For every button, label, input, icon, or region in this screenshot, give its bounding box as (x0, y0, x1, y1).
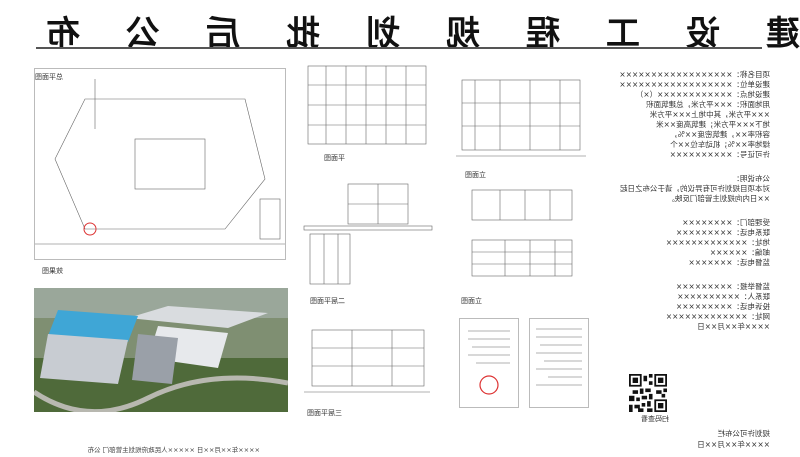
certificate-sheet-b (459, 318, 519, 408)
aerial-photo-graphic (34, 288, 288, 412)
plan-drawing-top (300, 60, 432, 158)
elevation-mid-graphic (471, 189, 573, 277)
aerial-rendering (34, 288, 288, 412)
section-drawing (302, 322, 432, 404)
elevation-drawing-mid (462, 184, 580, 292)
info-line: ××××年××月××日 (697, 322, 770, 331)
supervise-block: 监督举报：××××××××× 联系人：×××××××××× 投诉电话：×××××… (620, 282, 770, 332)
section-graphic (304, 329, 430, 393)
info-line: ××日内向规划主管部门反映。 (667, 194, 770, 203)
project-info-block: 项目名称：××××××××××××××××××× 建设单位：××××××××××… (620, 70, 770, 160)
certificate-sheet-a (529, 318, 589, 408)
info-line: 建设地点：××××××××××××（×） (635, 90, 770, 99)
elevation-top-graphic (456, 79, 586, 157)
site-plan (34, 68, 286, 260)
info-column: 项目名称：××××××××××××××××××× 建设单位：××××××××××… (620, 70, 770, 346)
board-title: 建设工程规划批后公布 (0, 14, 800, 54)
info-line: 网址：××××××××××××× (665, 312, 770, 321)
drawing-label: 总平面图 (35, 73, 63, 81)
info-line: 公布说明： (732, 174, 771, 183)
info-line: 邮编：×××××× (709, 248, 770, 257)
info-line: 容积率××，建筑密度××%， (670, 130, 770, 139)
info-line: 地下×××平方米；建筑高度××米 (656, 120, 770, 129)
drawing-label: 三层平面图 (307, 409, 342, 417)
bottom-line-1: 规划许可公布栏 (717, 429, 771, 438)
drawing-label: 立面图 (461, 297, 482, 305)
qr-caption: 扫码查看 (641, 415, 669, 423)
info-line: 用地面积：×××平方米，总建筑面积 (646, 100, 770, 109)
drawing-label: 二层平面图 (310, 297, 345, 305)
info-line: 投诉电话：××××××××× (675, 302, 770, 311)
info-line: 建设单位：××××××××××××××××××× (620, 80, 770, 89)
info-line: 绿地率××%；机动车位××个 (670, 140, 770, 149)
plan-top-graphic (307, 65, 427, 145)
contact-block: 受理部门：×××××××× 联系电话：××××××××× 地址：××××××××… (620, 218, 770, 268)
certificate-a-graphic (536, 328, 582, 386)
drawing-label: 效果图 (42, 267, 63, 275)
board-footer: ××××年××月××日 ×××××人民政府规划主管部门 公布 (87, 446, 260, 454)
drawing-label: 立面图 (465, 171, 486, 179)
plan-drawing-mid (298, 178, 438, 293)
elevation-drawing-top (454, 68, 590, 168)
site-plan-graphic (35, 79, 285, 245)
bottom-line-2: ××××年××月××日 (697, 440, 770, 449)
info-line: 监督电话：××××××× (688, 258, 771, 267)
info-line: ×××平方米，其中地上×××平方米 (649, 110, 770, 119)
info-line: 项目名称：××××××××××××××××××× (620, 70, 770, 79)
notice-block: 公布说明： 对本项目规划许可有异议的，请于公布之日起 ××日内向规划主管部门反映… (620, 174, 770, 204)
certificate-b-graphic (468, 330, 510, 395)
drawing-label: 平面图 (324, 154, 345, 162)
info-line: 受理部门：×××××××× (682, 218, 770, 227)
info-line: 地址：××××××××××××× (665, 238, 770, 247)
info-line: 联系电话：××××××××× (675, 228, 770, 237)
info-line: 联系人：×××××××××× (677, 292, 770, 301)
official-seal (479, 375, 499, 395)
info-line: 对本项目规划许可有异议的，请于公布之日起 (620, 184, 770, 193)
info-line: 监督举报：××××××××× (675, 282, 770, 291)
title-divider (36, 47, 762, 49)
qr-code[interactable] (629, 374, 667, 412)
info-line: 许可证号：×××××××××× (669, 150, 770, 159)
plan-mid-graphic (303, 183, 433, 285)
